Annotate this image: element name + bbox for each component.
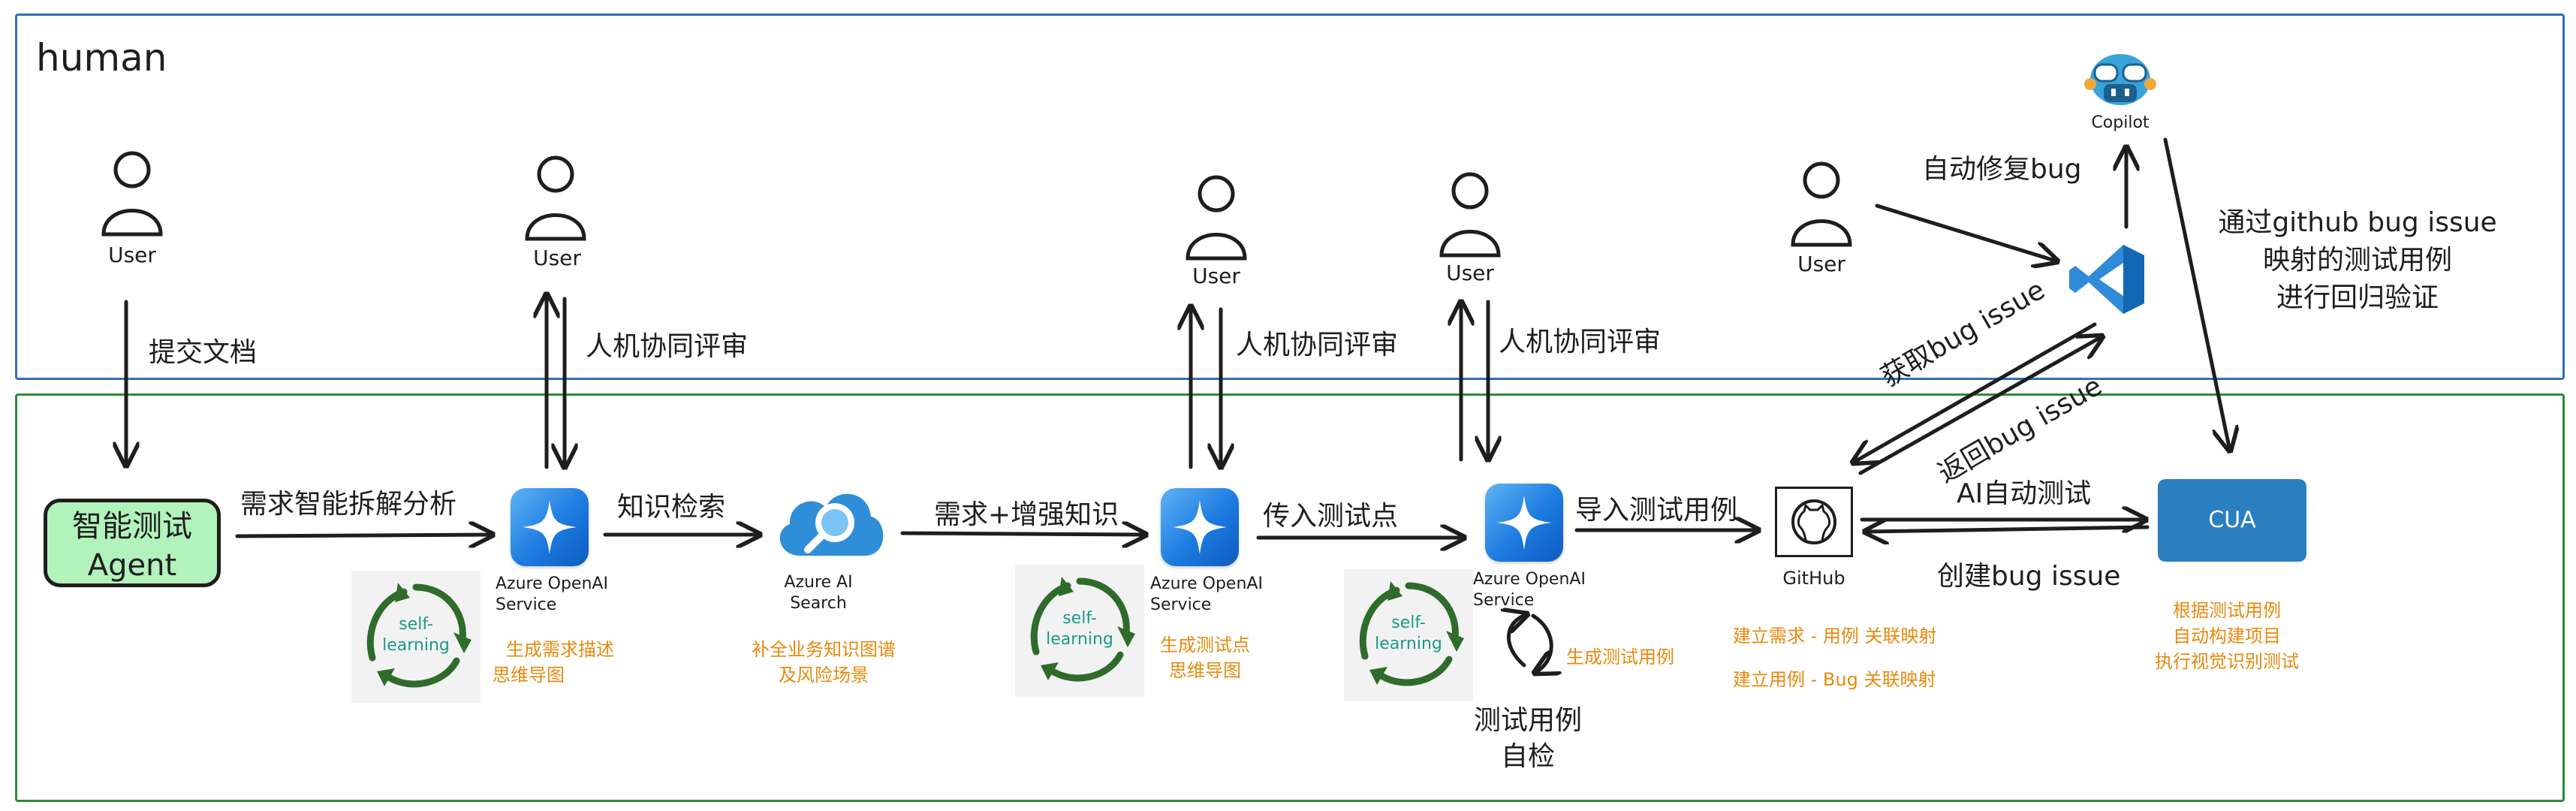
self-learning-text: self- learning (374, 614, 458, 656)
label-review-2: 人机协同评审 (1236, 330, 1399, 360)
azure-openai-line-2: Service (496, 595, 557, 614)
note-self-check-line-1: 测试用例 (1473, 705, 1582, 736)
note-knowledge-graph: 补全业务知识图谱 及风险场景 (730, 637, 917, 688)
agent-line-1: 智能测试 (72, 509, 192, 544)
copilot-label: Copilot (2091, 113, 2150, 132)
label-auto-fix: 自动修复bug (1922, 154, 2082, 185)
human-zone (15, 14, 2565, 380)
azure-search-label: Azure AI Search (773, 572, 863, 614)
self-learning-text: self- learning (1366, 613, 1451, 655)
label-create-issue: 创建bug issue (1937, 561, 2121, 592)
arrow-decompose (235, 535, 493, 536)
user-icon (1186, 175, 1247, 261)
regression-line-1: 通过github bug issue (2218, 207, 2497, 238)
label-enhance: 需求+增强知识 (934, 499, 1119, 530)
note-kg-line-1: 补全业务知识图谱 (752, 639, 896, 660)
vscode-icon (2069, 245, 2144, 314)
copilot-icon (2084, 54, 2156, 105)
self-learning-line-2: learning (1375, 635, 1442, 653)
azure-openai-line-1: Azure OpenAI (496, 574, 608, 593)
user-label: User (1797, 252, 1845, 276)
arrow-get-issue (1853, 322, 2097, 463)
self-learning-badge: self- learning (1015, 565, 1144, 697)
regression-line-3: 进行回归验证 (2276, 282, 2439, 313)
agent-line-2: Agent (87, 548, 177, 583)
system-zone (15, 393, 2565, 802)
label-import-cases: 导入测试用例 (1575, 495, 1738, 526)
user-label: User (1446, 261, 1494, 285)
arrow-create-issue (1865, 527, 2150, 532)
note-gen-cases: 生成测试用例 (1566, 647, 1674, 668)
azure-openai-label: Azure OpenAI Service (1150, 574, 1263, 616)
loop-arrow-2 (1533, 614, 1551, 673)
azure-openai-line-1: Azure OpenAI (1150, 574, 1263, 593)
self-learning-badge: self- learning (1344, 569, 1473, 701)
azure-openai-icon (1485, 484, 1563, 562)
label-regression: 通过github bug issue 映射的测试用例 进行回归验证 (2200, 204, 2515, 317)
self-learning-line-2: learning (382, 636, 450, 655)
note-cua-line-2: 自动构建项目 (2173, 626, 2281, 647)
github-node[interactable] (1775, 487, 1853, 557)
label-review-1: 人机协同评审 (586, 331, 749, 362)
note-gen-test-points: 生成测试点 思维导图 (1149, 632, 1261, 683)
user-icon (1439, 172, 1501, 258)
arrow-enhance (900, 533, 1146, 535)
azure-openai-line-2: Service (1473, 591, 1535, 610)
note-gen-req-line-1: 生成需求描述 (506, 639, 614, 660)
cua-label: CUA (2208, 507, 2256, 533)
note-kg-line-2: 及风险场景 (779, 665, 869, 686)
note-gen-req-line-2: 思维导图 (493, 665, 565, 686)
user-icon (101, 151, 163, 237)
cua-node[interactable]: CUA (2158, 479, 2306, 562)
arrow-return-issue (1858, 336, 2102, 475)
user-icon (525, 155, 586, 241)
note-cua-line-1: 根据测试用例 (2173, 600, 2281, 621)
note-cua-line-3: 执行视觉识别测试 (2155, 651, 2299, 672)
azure-openai-label: Azure OpenAI Service (496, 574, 608, 616)
note-cua: 根据测试用例 自动构建项目 执行视觉识别测试 (2137, 598, 2317, 674)
agent-node[interactable]: 智能测试 Agent (44, 499, 221, 587)
self-learning-line-1: self- (1391, 614, 1426, 632)
azure-openai-icon (511, 488, 589, 566)
azure-openai-line-2: Service (1150, 595, 1212, 614)
note-self-check-line-2: 自检 (1500, 741, 1555, 772)
user-label: User (1192, 264, 1240, 288)
note-gen-tp-line-1: 生成测试点 (1160, 635, 1250, 656)
arrow-regression (2163, 137, 2230, 451)
label-review-3: 人机协同评审 (1499, 327, 1662, 357)
github-label: GitHub (1782, 568, 1845, 589)
label-ai-test: AI自动测试 (1957, 478, 2092, 509)
loop-arrow-1 (1508, 614, 1527, 668)
self-learning-text: self- learning (1038, 608, 1122, 650)
human-zone-label: human (36, 36, 167, 80)
note-map-req-case: 建立需求 - 用例 关联映射 (1733, 626, 1937, 647)
azure-openai-line-1: Azure OpenAI (1473, 570, 1586, 589)
note-self-check: 测试用例 自检 (1464, 703, 1592, 775)
note-gen-tp-line-2: 思维导图 (1169, 660, 1241, 681)
user-label: User (108, 243, 156, 267)
label-decompose: 需求智能拆解分析 (240, 489, 457, 520)
label-kb-search: 知识检索 (617, 492, 726, 523)
github-icon (1791, 499, 1836, 544)
user-icon (1791, 161, 1852, 247)
self-learning-line-1: self- (1062, 609, 1097, 628)
azure-search-line-1: Azure AI (784, 573, 853, 592)
azure-search-icon (779, 493, 884, 556)
user-label: User (533, 246, 581, 270)
regression-line-2: 映射的测试用例 (2262, 245, 2452, 276)
self-learning-line-2: learning (1046, 630, 1113, 649)
note-map-case-bug: 建立用例 - Bug 关联映射 (1733, 669, 1936, 690)
azure-openai-icon (1161, 488, 1239, 566)
azure-openai-label: Azure OpenAI Service (1473, 569, 1586, 611)
arrow-auto-fix (1875, 204, 2057, 261)
label-test-points: 传入测试点 (1263, 501, 1399, 532)
self-learning-line-1: self- (399, 615, 433, 634)
label-submit-doc: 提交文档 (149, 337, 258, 368)
azure-search-line-2: Search (790, 594, 847, 613)
note-gen-req: 生成需求描述 思维导图 (493, 637, 628, 688)
self-learning-badge: self- learning (351, 571, 481, 703)
